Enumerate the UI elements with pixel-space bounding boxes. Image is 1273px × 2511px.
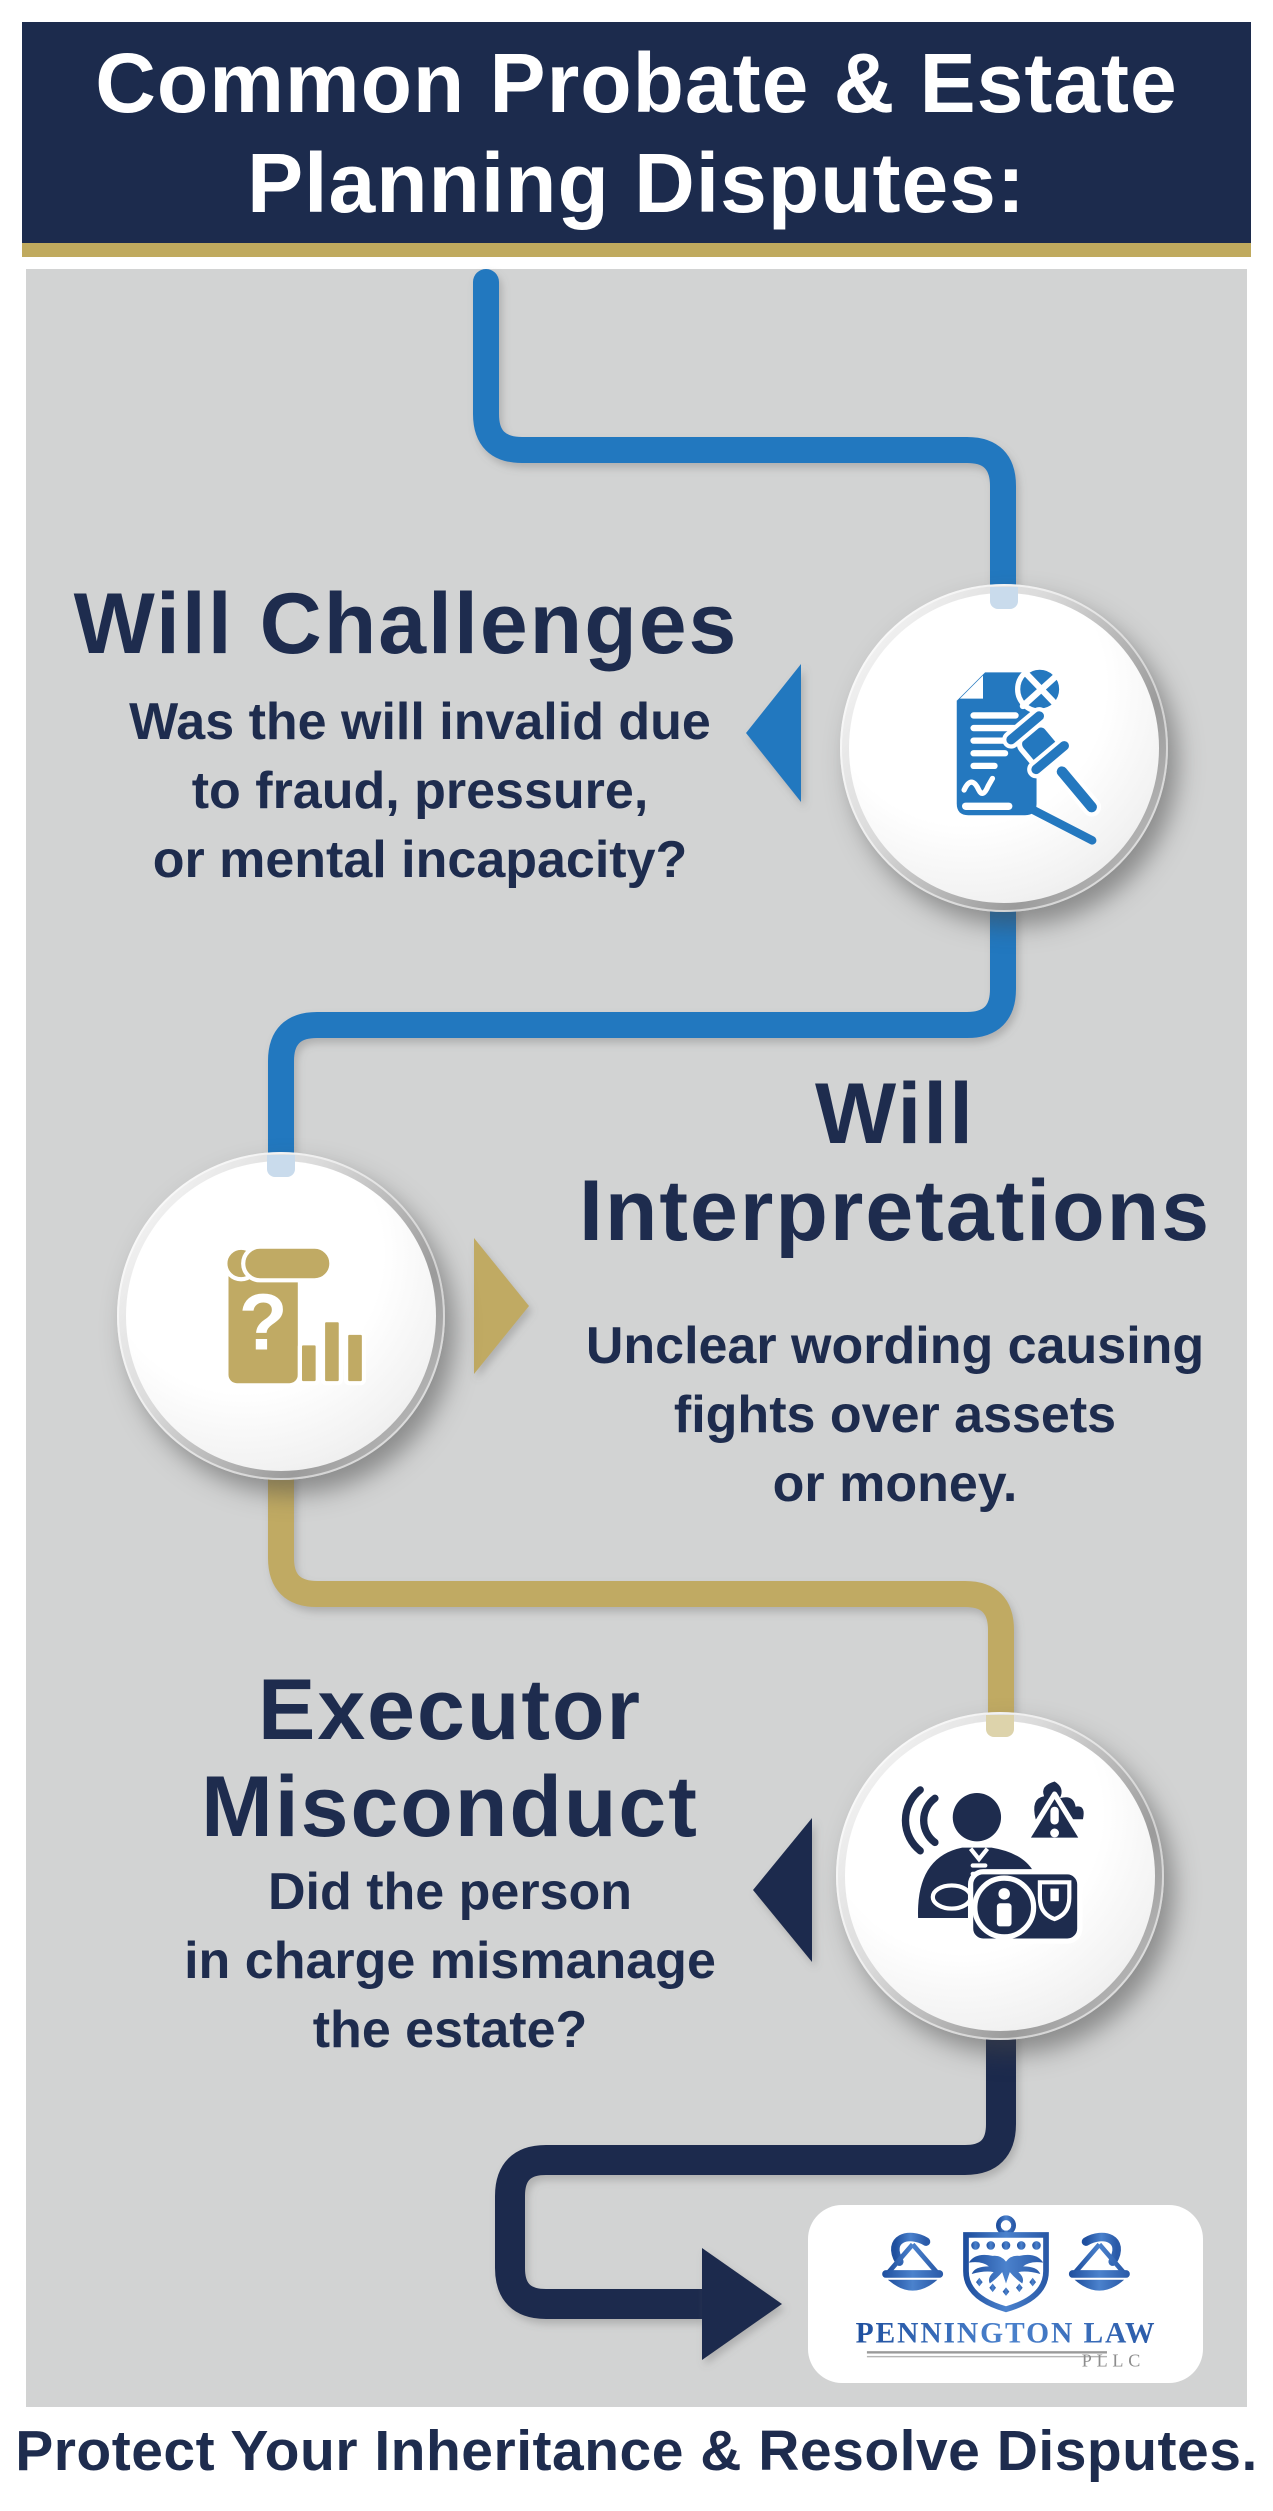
- title-line: Will Challenges: [73, 576, 739, 672]
- desc-line: or mental incapacity?: [152, 831, 688, 889]
- badge-executor-misconduct: [836, 1712, 1164, 2040]
- header-title-line-2: Planning Disputes:: [247, 135, 1026, 230]
- section-desc-will-interpretations: Unclear wording causing fights over asse…: [545, 1312, 1245, 1519]
- header-banner: Common Probate & Estate Planning Dispute…: [22, 22, 1251, 243]
- executor-laptop-warning-icon: [901, 1781, 1086, 1944]
- section-title-will-challenges: Will Challenges: [36, 576, 776, 673]
- logo-name-text: PENNINGTON LAW: [855, 2318, 1156, 2350]
- pennington-law-logo-box: PENNINGTON LAW PLLC: [808, 2205, 1203, 2383]
- header-title-line-1: Common Probate & Estate: [95, 35, 1178, 130]
- footer-tagline: Protect Your Inheritance & Resolve Dispu…: [15, 2419, 1258, 2483]
- desc-line: the estate?: [312, 2001, 588, 2059]
- line-pass-strip: [986, 1715, 1014, 1737]
- desc-line: in charge mismanage: [184, 1932, 716, 1990]
- section-title-executor-misconduct: Executor Misconduct: [85, 1662, 815, 1856]
- desc-line: or money.: [772, 1455, 1018, 1513]
- title-line: Interpretations: [578, 1163, 1212, 1259]
- svg-text:?: ?: [239, 1278, 288, 1367]
- logo-suffix-text: PLLC: [1081, 2350, 1144, 2370]
- title-line: Executor: [257, 1662, 643, 1758]
- title-line: Will: [814, 1066, 976, 1162]
- scales-of-justice-shield-eagle-logo: PENNINGTON LAW PLLC: [855, 2215, 1156, 2370]
- title-line: Misconduct: [201, 1759, 699, 1855]
- section-desc-will-challenges: Was the will invalid due to fraud, press…: [60, 688, 780, 895]
- desc-line: Was the will invalid due: [129, 693, 711, 751]
- badge-will-challenges: [840, 584, 1168, 912]
- line-pass-strip: [267, 1155, 295, 1177]
- will-document-gavel-icon: [956, 664, 1102, 845]
- desc-line: fights over assets: [673, 1386, 1117, 1444]
- desc-line: Unclear wording causing: [585, 1317, 1205, 1375]
- desc-line: Did the person: [267, 1863, 633, 1921]
- scroll-question-chart-icon: ?: [223, 1244, 367, 1386]
- section-desc-executor-misconduct: Did the person in charge mismanage the e…: [90, 1858, 810, 2065]
- desc-line: to fraud, pressure,: [191, 762, 649, 820]
- section-title-will-interpretations: Will Interpretations: [530, 1066, 1260, 1260]
- header-accent-bar: [22, 243, 1251, 257]
- badge-will-interpretations: ?: [117, 1152, 445, 1480]
- line-pass-strip: [990, 587, 1018, 609]
